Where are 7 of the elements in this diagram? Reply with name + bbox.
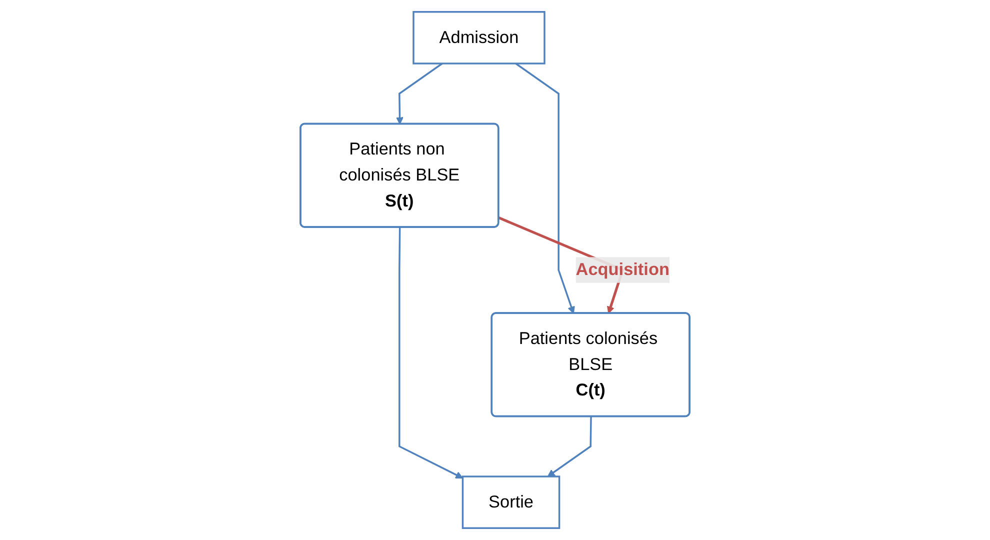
node-box: Sortie: [462, 476, 560, 529]
arrow: [547, 416, 592, 477]
node-box: Admission: [412, 11, 546, 64]
arrow: [396, 62, 443, 124]
edge-label: Acquisition: [576, 260, 670, 280]
arrow: [398, 227, 464, 478]
arrow: [515, 62, 575, 314]
